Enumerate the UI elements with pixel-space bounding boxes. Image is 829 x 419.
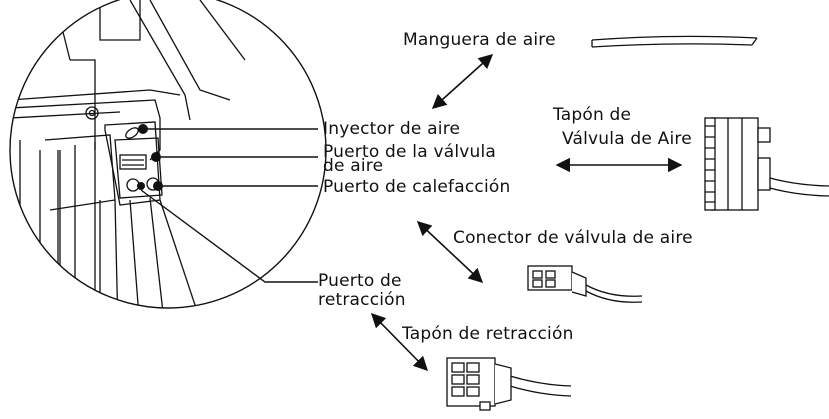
air-valve-plug-label-line1: Tapón de [553, 105, 632, 125]
heat-port-label: Puerto de calefacción [323, 177, 511, 197]
valve-port-label-line2: de aire [323, 156, 384, 176]
air-valve-plug [704, 117, 829, 211]
injector-dot [138, 124, 148, 134]
detail-callout [9, 0, 327, 309]
connector-arrow [416, 221, 484, 283]
retraction-plug-arrow [370, 312, 429, 372]
callout-dots [137, 124, 163, 191]
retraction-port-label-line2: retracción [318, 290, 406, 310]
air-valve-plug-label-line2: Válvula de Aire [562, 129, 692, 149]
hose-arrow [431, 54, 494, 109]
valve-port-label-line1: Puerto de la válvula [323, 142, 497, 162]
air-hose [591, 35, 758, 48]
retraction-port-label-line1: Puerto de [318, 271, 402, 291]
leader-lines [140, 128, 318, 283]
retraction-port-dot [137, 182, 145, 190]
valve-port-dot [151, 152, 161, 162]
air-valve-connector-label: Conector de válvula de aire [453, 228, 693, 248]
air-valve-connector [527, 265, 643, 303]
hose-label: Manguera de aire [403, 30, 556, 50]
retraction-plug-label: Tapón de retracción [402, 324, 574, 344]
retraction-plug [446, 357, 572, 411]
injector-label: Inyector de aire [323, 119, 461, 139]
arrows [370, 54, 683, 372]
heat-port-dot [153, 181, 163, 191]
